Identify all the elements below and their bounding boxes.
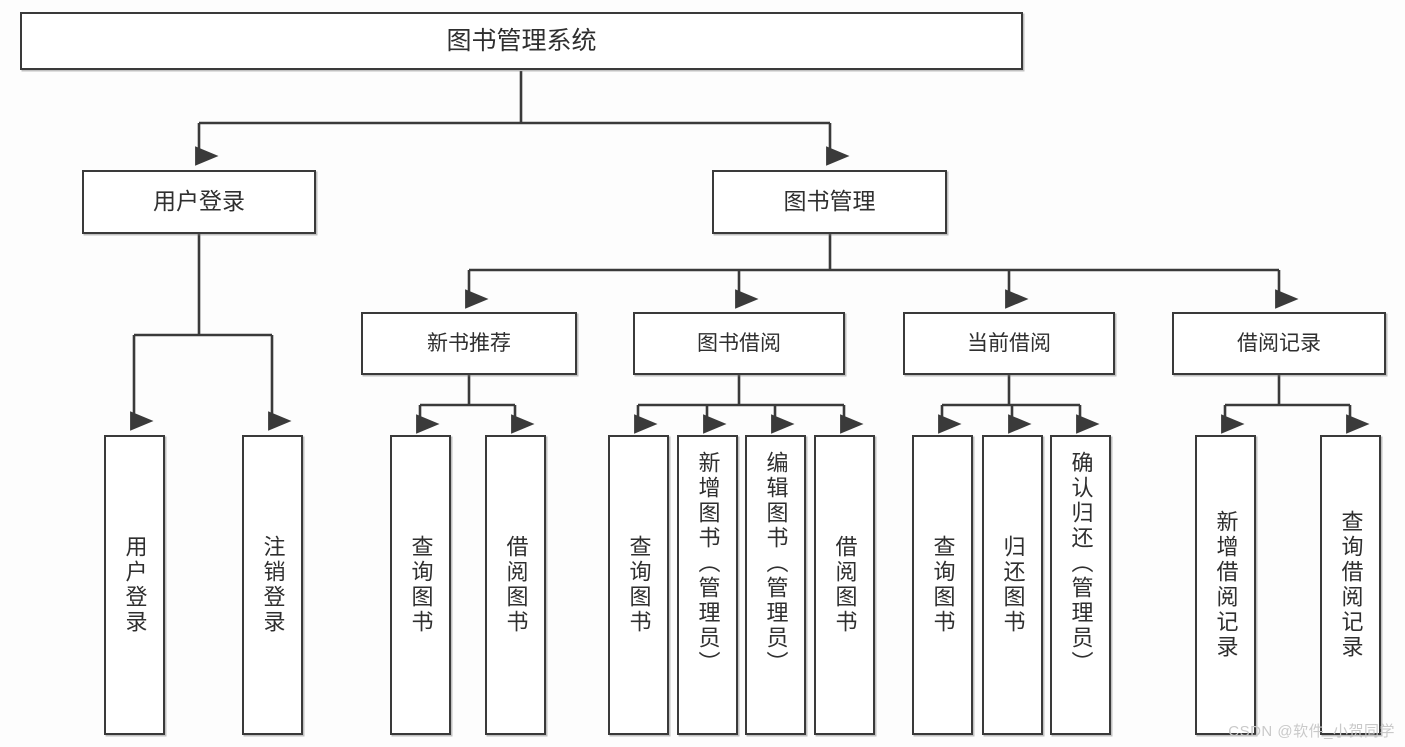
node-user-login[interactable]: 用户登录 [82,170,316,234]
leaf-borrow-add-book-admin[interactable]: 新增图书（管理员） [677,435,738,735]
node-label: 图书管理系统 [446,27,597,55]
node-label: 编辑图书（管理员） [763,451,789,676]
node-label: 借阅图书 [832,535,858,635]
node-current-borrow[interactable]: 当前借阅 [903,312,1115,375]
node-label: 查询借阅记录 [1338,510,1364,660]
node-label: 归还图书 [1000,535,1026,635]
node-label: 查询图书 [408,535,434,635]
leaf-recommend-query-book[interactable]: 查询图书 [390,435,451,735]
leaf-current-return-book[interactable]: 归还图书 [982,435,1043,735]
node-book-management[interactable]: 图书管理 [712,170,947,234]
node-root-system[interactable]: 图书管理系统 [20,12,1023,70]
leaf-borrow-query-book[interactable]: 查询图书 [608,435,669,735]
node-label: 确认归还（管理员） [1068,451,1094,676]
leaf-recommend-borrow-book[interactable]: 借阅图书 [485,435,546,735]
node-label: 用户登录 [153,188,245,215]
node-label: 新增借阅记录 [1213,510,1239,660]
node-label: 注销登录 [260,535,286,635]
node-label: 用户登录 [122,535,148,635]
node-label: 借阅记录 [1237,331,1321,355]
node-book-borrow[interactable]: 图书借阅 [633,312,845,375]
node-borrow-record[interactable]: 借阅记录 [1172,312,1386,375]
leaf-borrow-borrow-book[interactable]: 借阅图书 [814,435,875,735]
leaf-borrow-edit-book-admin[interactable]: 编辑图书（管理员） [745,435,806,735]
watermark-text: CSDN @软件_小贺同学 [1228,723,1395,740]
node-label: 新增图书（管理员） [695,451,721,676]
node-label: 图书借阅 [697,331,781,355]
leaf-record-query-record[interactable]: 查询借阅记录 [1320,435,1381,735]
node-label: 查询图书 [626,535,652,635]
leaf-user-logout[interactable]: 注销登录 [242,435,303,735]
leaf-current-query-book[interactable]: 查询图书 [912,435,973,735]
leaf-user-login[interactable]: 用户登录 [104,435,165,735]
node-label: 查询图书 [930,535,956,635]
node-label: 当前借阅 [967,331,1051,355]
node-label: 借阅图书 [503,535,529,635]
node-label: 图书管理 [783,188,876,215]
leaf-current-confirm-return-admin[interactable]: 确认归还（管理员） [1050,435,1111,735]
node-label: 新书推荐 [427,331,511,355]
leaf-record-add-record[interactable]: 新增借阅记录 [1195,435,1256,735]
node-new-book-recommend[interactable]: 新书推荐 [361,312,577,375]
